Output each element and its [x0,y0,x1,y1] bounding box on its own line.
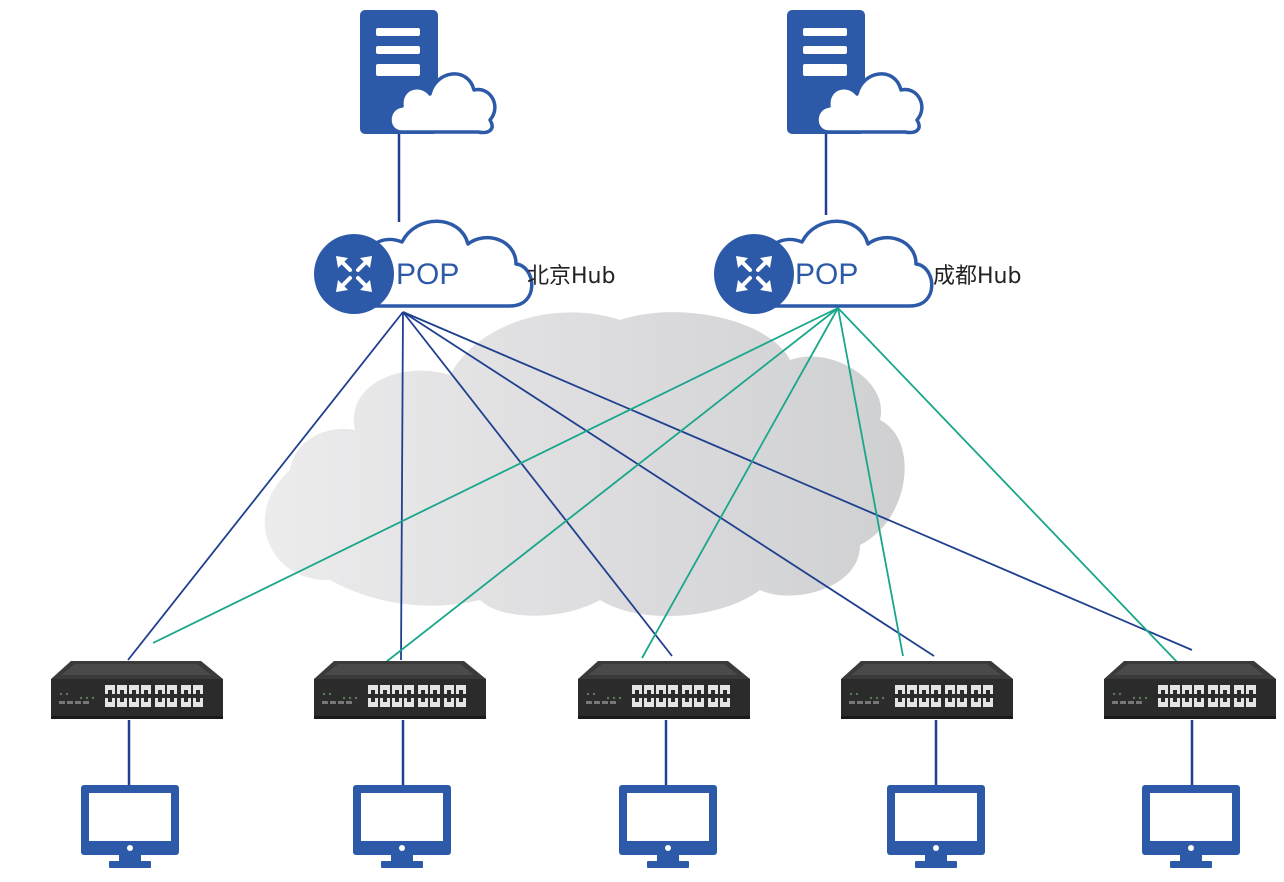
pop-hub-chengdu: POP 成都Hub [712,219,1021,316]
monitor-icon [887,785,985,868]
network-switch-icon [314,661,486,719]
chengdu-link-site-2 [385,307,839,663]
monitor-icon [81,785,179,868]
network-switch-icon [841,661,1013,719]
monitor-icon [353,785,451,868]
pop-label: POP [795,258,858,291]
server-cloud-icon [785,8,924,136]
beijing-link-site-1 [127,311,404,661]
chengdu-link-site-4 [837,307,904,657]
network-switch-icon [51,661,223,719]
hub-label-beijing: 北京Hub [527,264,615,289]
beijing-hub-links [127,311,1193,661]
internet-cloud-icon [264,312,905,617]
network-switch-icon [578,661,750,719]
pop-hub-beijing: POP 北京Hub [312,219,615,316]
chengdu-hub-links [152,307,1178,663]
chengdu-link-site-3 [641,307,839,659]
pop-label: POP [396,258,459,291]
chengdu-link-site-5 [837,307,1178,663]
server-cloud-icon [358,8,497,136]
beijing-link-site-5 [402,311,1193,651]
chengdu-link-site-1 [152,307,839,644]
network-switch-icon [1104,661,1276,719]
beijing-link-site-2 [400,311,404,661]
monitor-icon [1142,785,1240,868]
vertical-connectors [127,132,1194,785]
monitor-icon [619,785,717,868]
beijing-link-site-3 [402,311,673,657]
hub-label-chengdu: 成都Hub [933,264,1021,289]
beijing-link-site-4 [402,311,935,657]
